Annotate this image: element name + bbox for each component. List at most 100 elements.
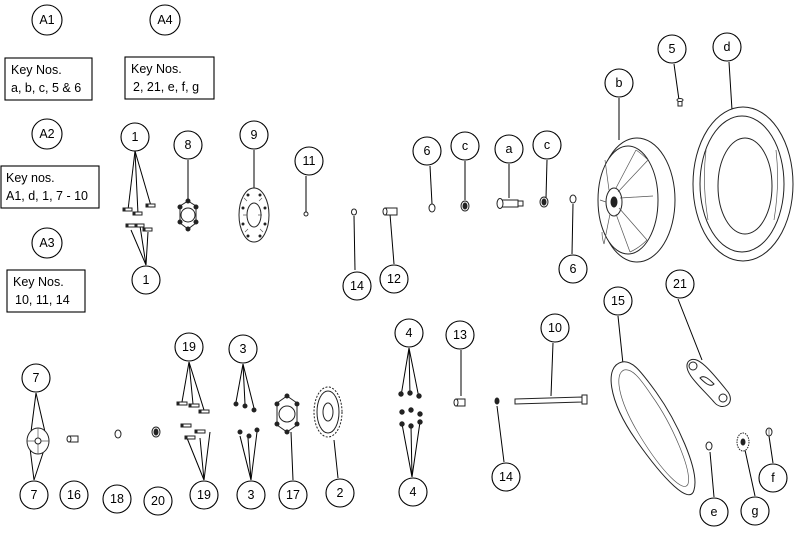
assembly-a2-key-box: Key nos. A1, d, 1, 7 - 10 — [0, 165, 100, 209]
part-callout: 10 — [540, 313, 570, 343]
part-callout: g — [740, 496, 770, 526]
seal-20 — [151, 426, 161, 438]
part-callout-label: a — [506, 142, 513, 156]
part-callout-label: 2 — [337, 486, 344, 500]
disc-carrier-8 — [177, 198, 199, 232]
assembly-a3-callout: A3 — [31, 227, 63, 259]
part-callout-label: 7 — [31, 488, 38, 502]
part-callout: 2 — [325, 478, 355, 508]
spacer-c-left — [460, 200, 470, 212]
nut-set-4 — [398, 390, 423, 429]
drive-chain-15 — [610, 361, 696, 496]
part-callout: 18 — [102, 484, 132, 514]
part-callout: 15 — [603, 286, 633, 316]
part-callout-label: e — [711, 505, 718, 519]
assembly-a3-key-title: Key Nos. — [13, 275, 64, 289]
part-callout: 6 — [558, 254, 588, 284]
part-callout-label: g — [752, 504, 759, 518]
part-callout: 9 — [239, 120, 269, 150]
part-callout-label: 16 — [67, 488, 81, 502]
assembly-a3-key-items: 10, 11, 14 — [15, 293, 70, 307]
assembly-a1: A1 Key Nos. a, b, c, 5 & 6 — [4, 4, 93, 101]
part-callout: 1 — [131, 265, 161, 295]
part-callout-label: c — [462, 139, 468, 153]
spacer-16 — [66, 435, 79, 443]
part-callout-label: 6 — [424, 144, 431, 158]
part-callout: b — [604, 68, 634, 98]
assembly-a4-key-title: Key Nos. — [131, 62, 182, 76]
part-callout: e — [699, 497, 729, 527]
bearing-6-right — [569, 194, 577, 204]
leader-lines — [29, 61, 774, 498]
assembly-a1-key-box: Key Nos. a, b, c, 5 & 6 — [4, 57, 93, 101]
part-callout: 8 — [173, 130, 203, 160]
part-callout: 3 — [236, 480, 266, 510]
assembly-a4-key-items: 2, 21, e, f, g — [133, 80, 199, 94]
part-callout-label: 21 — [673, 277, 687, 291]
part-callout-label: 9 — [251, 128, 258, 142]
tyre-d — [692, 106, 794, 262]
part-callout-label: 7 — [33, 371, 40, 385]
part-callout: 19 — [189, 480, 219, 510]
assembly-a2-key-items: A1, d, 1, 7 - 10 — [6, 189, 88, 203]
part-callout-label: 19 — [182, 340, 196, 354]
part-callout: a — [494, 134, 524, 164]
bolt-set-1 — [122, 203, 156, 232]
part-callout-label: d — [724, 40, 731, 54]
washer-18 — [114, 429, 122, 439]
part-callout: 14 — [342, 271, 372, 301]
washer-11 — [303, 211, 309, 217]
brake-disc-9 — [238, 187, 270, 243]
part-callout: 13 — [445, 320, 475, 350]
rear-sprocket-2 — [313, 386, 343, 438]
part-callout: 5 — [657, 34, 687, 64]
part-callout: c — [532, 130, 562, 160]
rear-axle-10 — [514, 394, 588, 405]
assembly-a4: A4 Key Nos. 2, 21, e, f, g — [124, 4, 215, 100]
part-callout-label: 4 — [410, 485, 417, 499]
part-callout-label: 11 — [303, 154, 316, 168]
part-callout-label: f — [771, 471, 775, 485]
assembly-a3: A3 Key Nos. 10, 11, 14 — [6, 227, 86, 313]
assembly-a1-key-items: a, b, c, 5 & 6 — [11, 81, 81, 95]
assembly-a1-id: A1 — [39, 13, 54, 27]
part-callout: 7 — [19, 480, 49, 510]
part-callout: 4 — [394, 318, 424, 348]
washer-e — [705, 441, 713, 451]
part-callout: 17 — [278, 480, 308, 510]
part-callout-label: 14 — [499, 470, 513, 484]
part-callout-label: 1 — [132, 130, 139, 144]
wheel-rim-b — [597, 137, 676, 263]
part-callout: 6 — [412, 136, 442, 166]
assembly-a3-key-box: Key Nos. 10, 11, 14 — [6, 269, 86, 313]
part-callout: 7 — [21, 363, 51, 393]
spacer-13 — [453, 398, 466, 407]
part-callout: 11 — [294, 146, 324, 176]
part-callout-label: 12 — [387, 272, 401, 286]
part-callout-label: 5 — [669, 42, 676, 56]
part-callout: 3 — [228, 334, 258, 364]
part-callout: 16 — [59, 480, 89, 510]
part-callout-label: 3 — [248, 488, 255, 502]
assembly-a2-id: A2 — [39, 127, 54, 141]
part-callout-label: 18 — [110, 492, 124, 506]
part-callout-label: 10 — [548, 321, 562, 335]
part-callout: 20 — [143, 486, 173, 516]
nut-14-lower — [494, 397, 500, 405]
assembly-a1-key-title: Key Nos. — [11, 63, 62, 77]
axle-sleeve-a — [496, 198, 524, 209]
part-callout-label: 4 — [406, 326, 413, 340]
assembly-a2-callout: A2 — [31, 118, 63, 150]
part-callout-label: b — [616, 76, 623, 90]
clip-f — [765, 427, 773, 437]
part-callout: 21 — [665, 269, 695, 299]
part-callout: 4 — [398, 477, 428, 507]
part-callout-label: 6 — [570, 262, 577, 276]
chain-link-21 — [686, 358, 731, 407]
valve-5 — [676, 98, 684, 107]
parts — [26, 98, 794, 496]
part-callout-label: 8 — [185, 138, 192, 152]
assembly-a2: A2 Key nos. A1, d, 1, 7 - 10 — [0, 118, 100, 209]
